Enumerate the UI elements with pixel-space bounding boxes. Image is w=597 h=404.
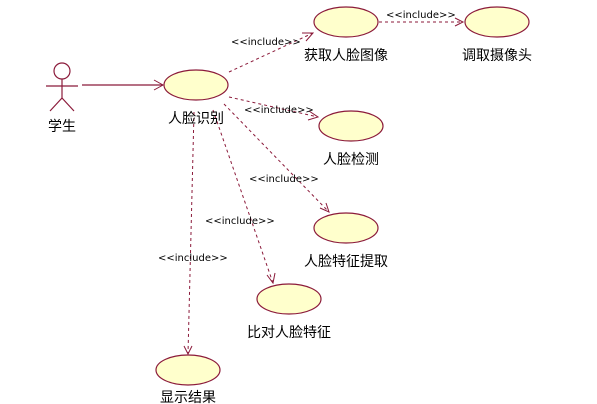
include-face-recognition-feature-extraction: <<include>>: [223, 103, 330, 213]
usecase-label: 显示结果: [160, 390, 216, 404]
include-face-recognition-get-image: <<include>>: [228, 32, 315, 73]
include-line: [212, 109, 274, 284]
association-arrow: [153, 79, 165, 91]
actor-left-leg: [49, 97, 63, 112]
include-arrow: [307, 110, 320, 121]
include-arrow: [319, 202, 330, 213]
include-arrow: [454, 17, 465, 27]
include-face-recognition-detection: <<include>>: [228, 96, 320, 121]
include-face-recognition-show-result: <<include>>: [158, 111, 228, 356]
include-label: <<include>>: [386, 10, 456, 21]
include-arrow: [266, 272, 276, 285]
usecase-ellipse[interactable]: [163, 69, 229, 101]
usecase-show-result[interactable]: 显示结果: [155, 354, 221, 404]
include-line: [187, 111, 195, 355]
association-student-face-recognition: [82, 79, 165, 91]
usecase-ellipse[interactable]: [313, 6, 379, 38]
usecase-open-camera[interactable]: 调取摄像头: [462, 6, 532, 64]
usecase-label: 调取摄像头: [462, 48, 532, 64]
include-arrow: [302, 32, 315, 42]
usecase-label: 人脸检测: [323, 152, 379, 168]
usecase-label: 获取人脸图像: [304, 48, 388, 64]
usecase-compare-features[interactable]: 比对人脸特征: [247, 283, 331, 341]
include-arrow: [183, 345, 193, 356]
usecase-label: 人脸识别: [168, 111, 224, 127]
usecase-label: 人脸特征提取: [304, 254, 388, 270]
usecase-ellipse[interactable]: [256, 283, 322, 315]
actor-head: [53, 62, 71, 80]
usecase-ellipse[interactable]: [318, 110, 384, 142]
actor-label: 学生: [48, 119, 76, 135]
include-face-recognition-compare: <<include>>: [205, 109, 276, 285]
usecase-ellipse[interactable]: [155, 354, 221, 386]
actor-student: 学生: [46, 62, 78, 135]
include-label: <<include>>: [244, 105, 314, 116]
include-label: <<include>>: [158, 253, 228, 264]
usecase-ellipse[interactable]: [464, 6, 530, 38]
include-label: <<include>>: [231, 37, 301, 48]
include-label: <<include>>: [249, 174, 319, 185]
include-label: <<include>>: [205, 216, 275, 227]
usecase-feature-extraction[interactable]: 人脸特征提取: [304, 212, 388, 270]
usecase-face-recognition[interactable]: 人脸识别: [163, 69, 229, 127]
actor-right-leg: [61, 97, 75, 112]
usecase-face-detection[interactable]: 人脸检测: [318, 110, 384, 168]
include-get-image-open-camera: <<include>>: [379, 10, 465, 27]
usecase-get-face-image[interactable]: 获取人脸图像: [304, 6, 388, 64]
usecase-label: 比对人脸特征: [247, 325, 331, 341]
usecase-ellipse[interactable]: [313, 212, 379, 244]
include-line: [223, 103, 330, 213]
